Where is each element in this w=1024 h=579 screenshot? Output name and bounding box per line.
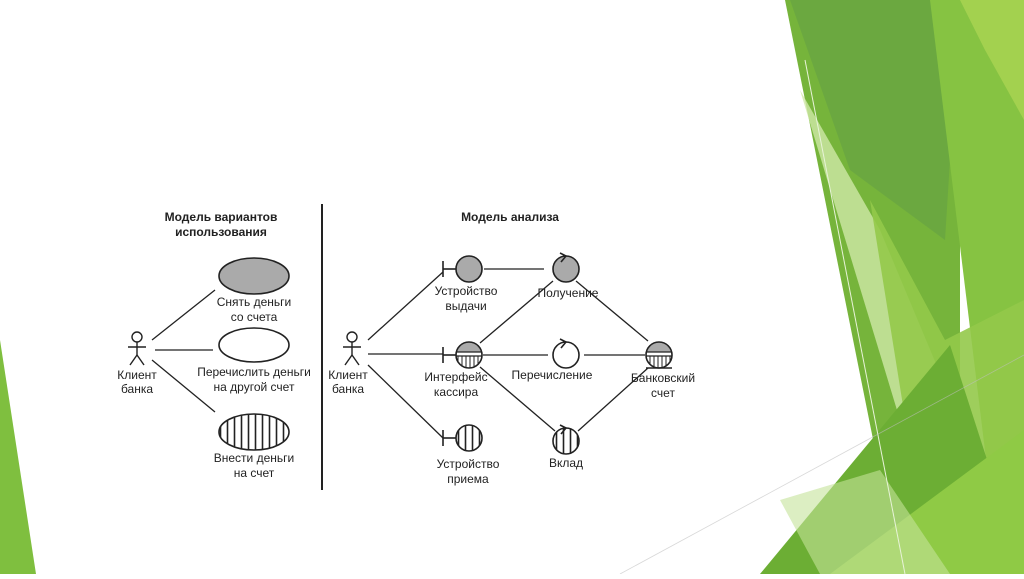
green-shape-pale-bottom: [780, 470, 950, 574]
left-association-lines: [151, 289, 216, 413]
right-title: Модель анализа: [461, 210, 559, 224]
control-withdrawal-label: Получение: [538, 286, 599, 300]
use-case-transfer-ellipse[interactable]: [218, 327, 290, 363]
control-deposit-icon[interactable]: [552, 424, 580, 455]
boundary-dispenser-line1: Устройство: [435, 284, 498, 298]
use-case-deposit-line1: Внести деньги: [214, 451, 294, 465]
boundary-receiver-icon[interactable]: [442, 424, 483, 452]
left-actor-label-line2: банка: [121, 382, 153, 396]
right-actor-label-line1: Клиент: [328, 368, 368, 382]
control-deposit-label: Вклад: [549, 456, 583, 470]
green-thin-line-1: [804, 59, 906, 575]
entity-bank-account-icon[interactable]: [645, 341, 673, 369]
green-shape-top-dark: [790, 0, 960, 240]
boundary-cashier-line2: кассира: [434, 385, 479, 399]
left-actor-label-line1: Клиент: [117, 368, 157, 382]
green-shape-top-right: [960, 0, 1024, 120]
boundary-cashier-interface-icon[interactable]: [442, 341, 483, 369]
use-case-deposit-line2: на счет: [234, 466, 275, 480]
use-case-transfer-line2: на другой счет: [214, 380, 295, 394]
entity-bank-account-line2: счет: [651, 386, 675, 400]
control-transfer-label: Перечисление: [512, 368, 593, 382]
boundary-dispenser-icon[interactable]: [442, 255, 483, 283]
use-case-withdraw-line1: Снять деньги: [217, 295, 292, 309]
green-shape-bottom-left: [0, 340, 36, 574]
left-title-line2: использования: [175, 225, 267, 239]
analysis-association-lines: [367, 268, 649, 439]
control-transfer-icon[interactable]: [552, 338, 580, 369]
right-actor-label-line2: банка: [332, 382, 364, 396]
left-title-line1: Модель вариантов: [165, 210, 278, 224]
left-actor-icon: [128, 331, 146, 366]
right-actor-icon: [343, 331, 361, 366]
boundary-cashier-line1: Интерфейс: [424, 370, 487, 384]
use-case-withdraw-line2: со счета: [231, 310, 278, 324]
boundary-receiver-line1: Устройство: [437, 457, 500, 471]
boundary-receiver-line2: приема: [447, 472, 489, 486]
use-case-deposit-ellipse[interactable]: [218, 413, 290, 451]
use-case-withdraw-ellipse[interactable]: [218, 257, 290, 295]
use-case-transfer-line1: Перечислить деньги: [197, 365, 311, 379]
green-thin-line-2: [619, 354, 1024, 575]
control-withdrawal-icon[interactable]: [552, 252, 580, 283]
boundary-dispenser-line2: выдачи: [445, 299, 486, 313]
entity-bank-account-line1: Банковский: [631, 371, 695, 385]
